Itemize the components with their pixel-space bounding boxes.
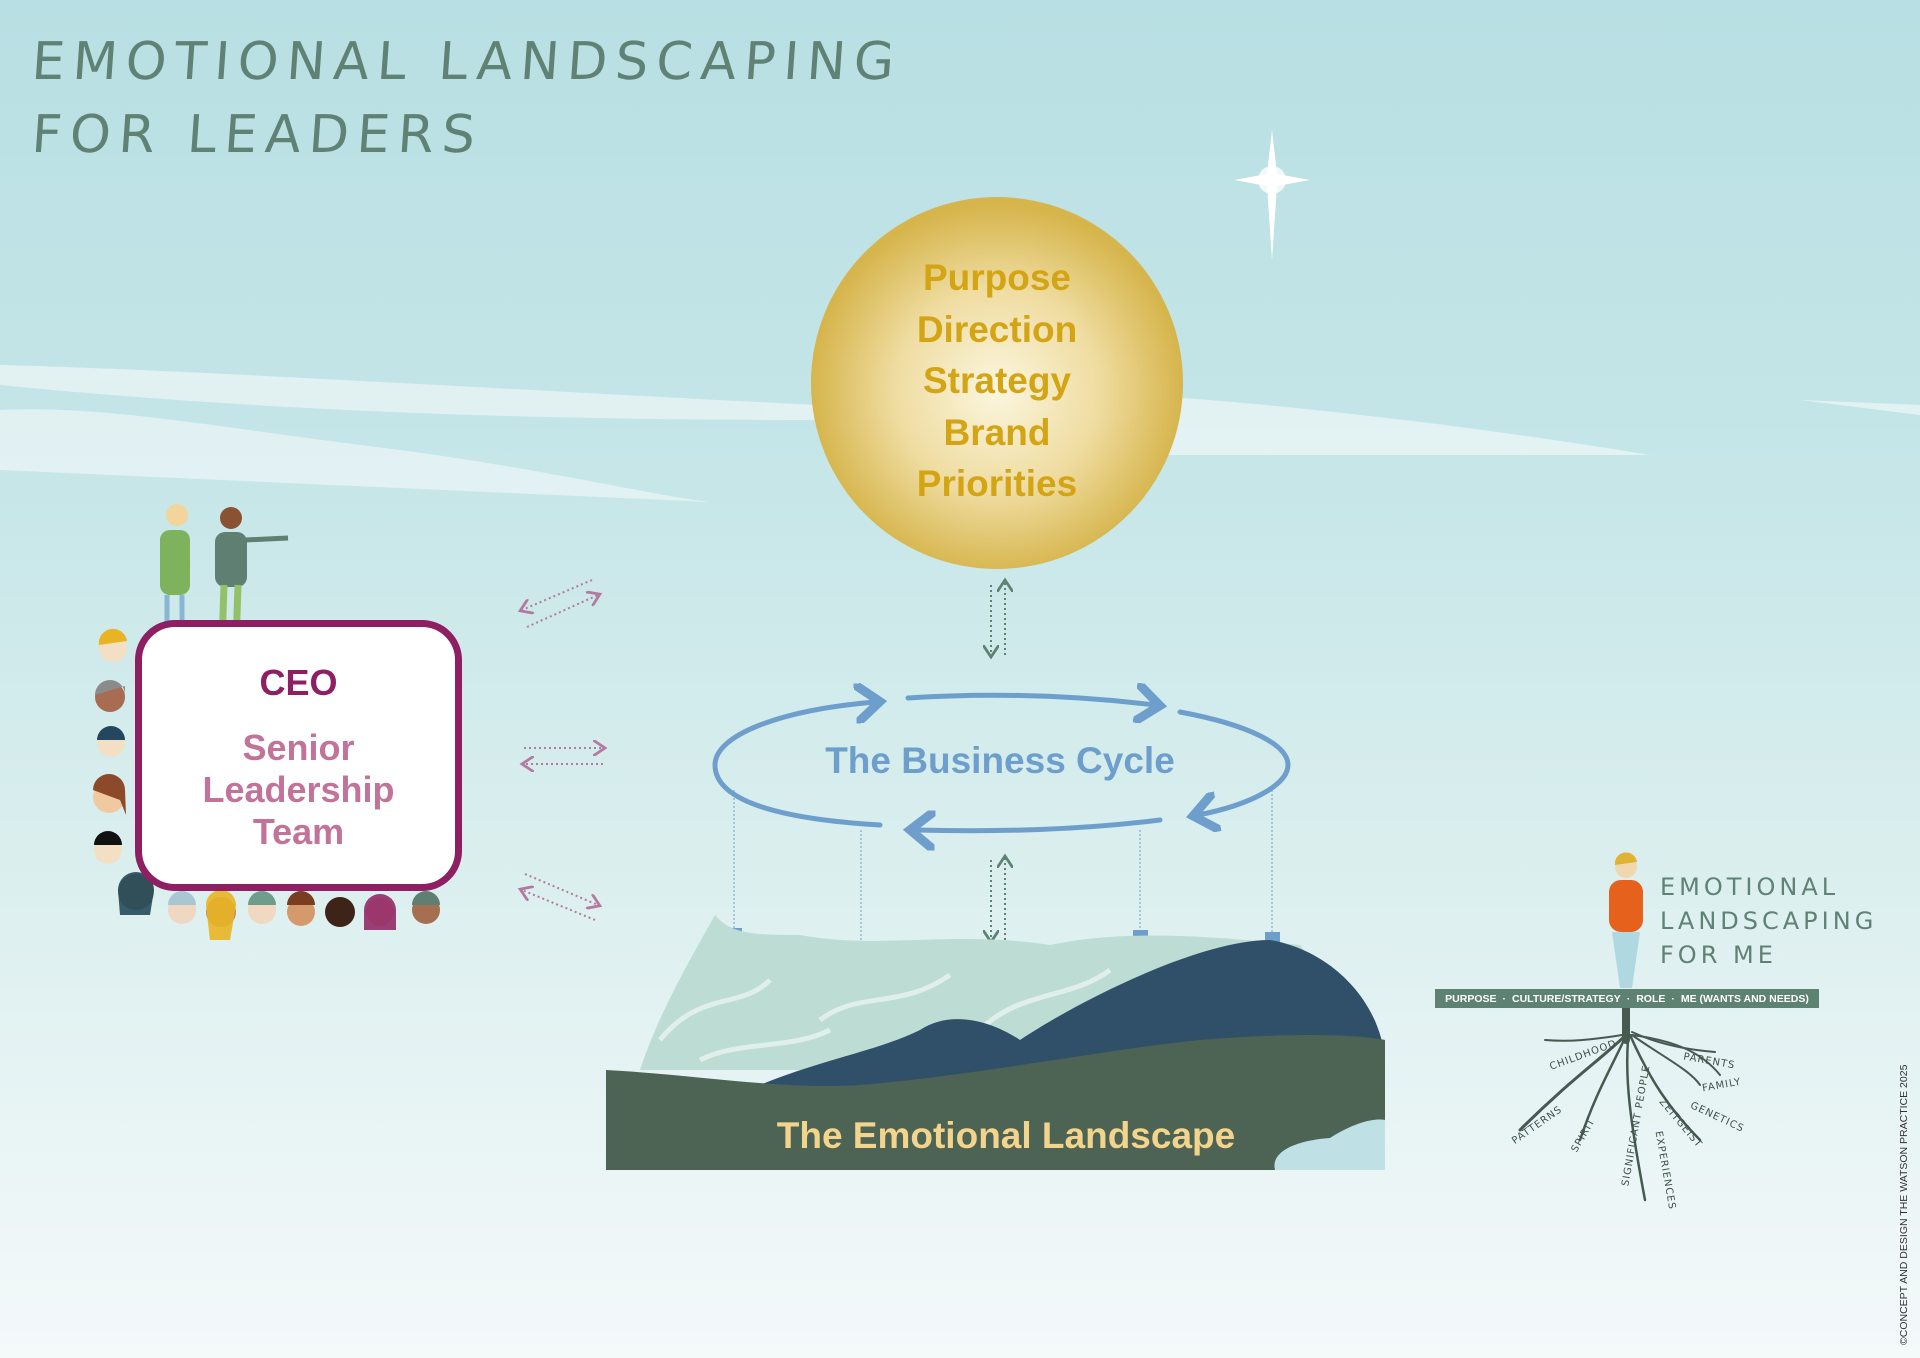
leadership-box: CEO Senior Leadership Team [135,620,462,891]
team-line: Leadership [202,769,395,810]
bar-item: CULTURE/STRATEGY [1512,992,1621,1005]
personal-figure [1609,852,1643,988]
personal-values-bar: PURPOSE · CULTURE/STRATEGY · ROLE · ME (… [1435,989,1819,1008]
ceo-label: CEO [259,662,338,703]
bar-separator: · [1671,992,1675,1005]
sun-direction: Direction [916,309,1078,350]
personal-title-line: FOR ME [1660,941,1777,969]
sun-cycle-arrows [991,582,1005,940]
business-cycle-label: The Business Cycle [825,740,1175,781]
business-cycle-ellipse [712,695,1291,831]
sun-brand: Brand [943,412,1051,453]
leadership-exchange-arrows [522,579,603,921]
clouds [0,365,1920,502]
sun-purpose: Purpose [922,257,1072,298]
team-line: Senior [242,727,355,768]
bar-item: ROLE [1636,992,1666,1005]
star-icon [1234,130,1310,260]
roots [1518,1004,1721,1202]
personal-title: EMOTIONAL LANDSCAPING FOR ME [1660,870,1877,972]
bar-separator: · [1626,992,1631,1005]
sun-priorities: Purpose Direction Strategy Brand Priorit… [811,197,1183,569]
page-title-line1: EMOTIONAL LANDSCAPING [29,32,905,92]
copyright-notice: ©CONCEPT AND DESIGN THE WATSON PRACTICE … [1898,1064,1910,1345]
bar-item: ME (WANTS AND NEEDS) [1680,992,1809,1005]
cycle-connectors [733,790,1273,962]
sun-strategy: Strategy [922,360,1072,401]
team-line: Team [252,811,345,852]
sun-priorities-line: Priorities [916,463,1078,504]
personal-title-line: EMOTIONAL [1660,873,1840,901]
bar-item: PURPOSE [1445,992,1497,1005]
senior-leadership-team-label: Senior Leadership Team [142,727,455,853]
team-faces [93,628,440,940]
sun [811,197,1183,569]
personal-title-line: LANDSCAPING [1660,907,1878,935]
page-title-line2: FOR LEADERS [29,105,486,165]
emotional-landscape-illustration [606,915,1385,1170]
bar-separator: · [1502,992,1507,1005]
emotional-landscape-label: The Emotional Landscape [776,1115,1236,1156]
